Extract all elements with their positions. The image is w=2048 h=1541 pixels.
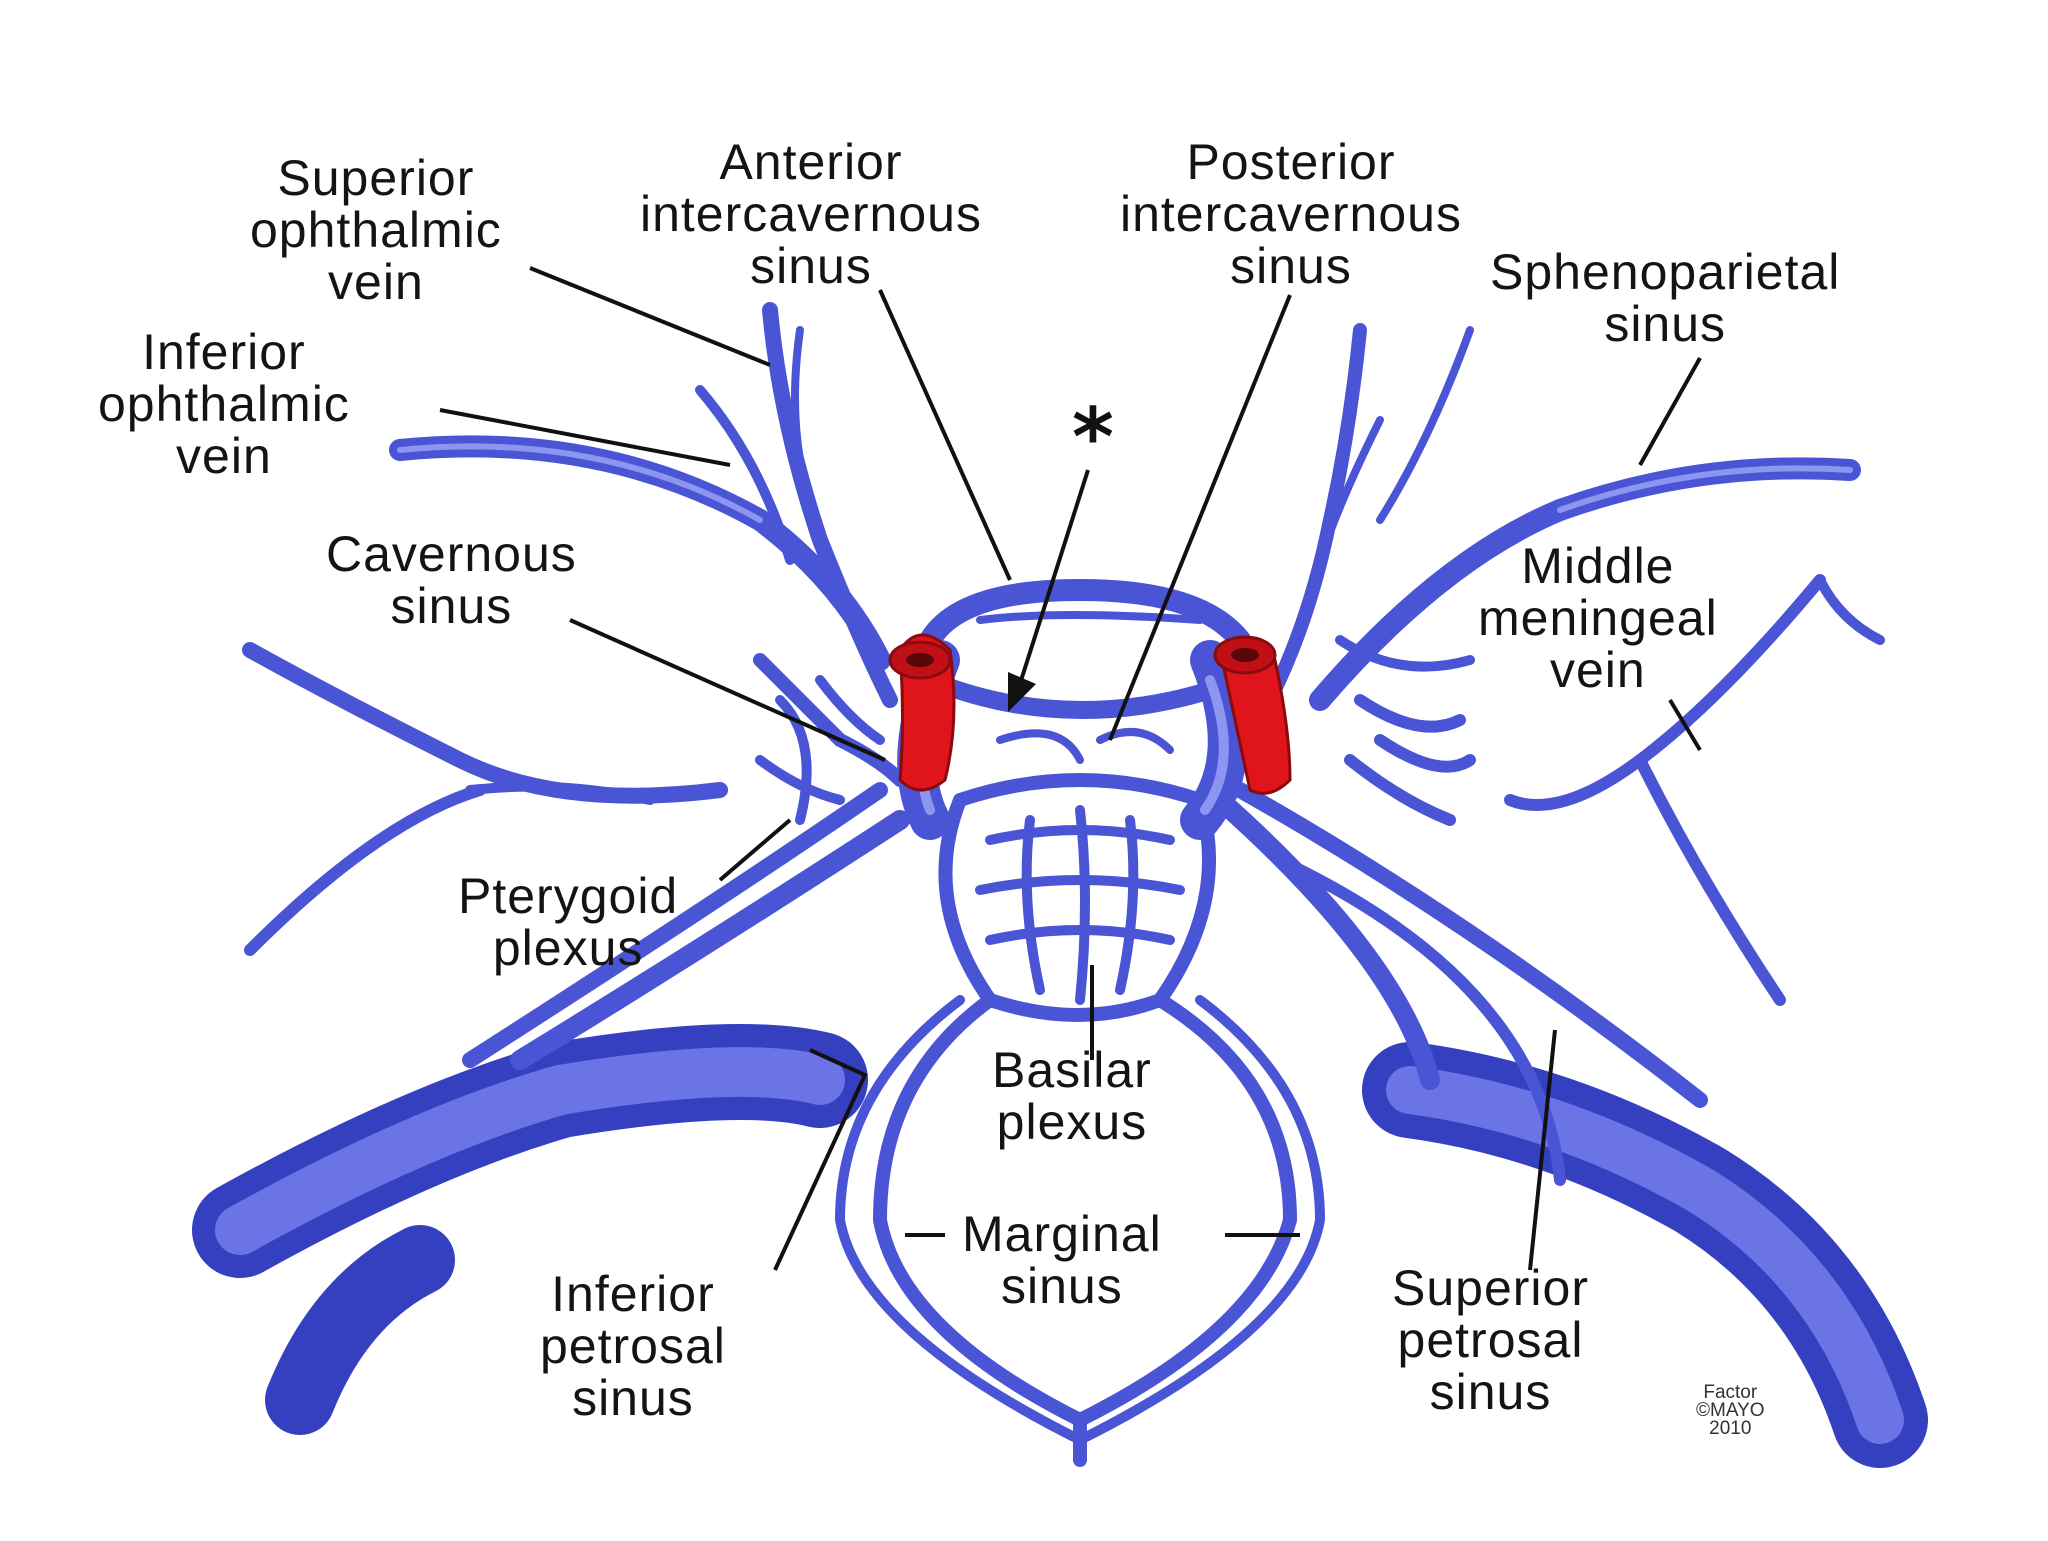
leader-superior-ophthalmic bbox=[529, 266, 771, 367]
label-superior-ophthalmic-vein: Superior ophthalmic vein bbox=[250, 150, 502, 310]
leader-middle-meningeal bbox=[1668, 698, 1702, 752]
label-inferior-ophthalmic-vein: Inferior ophthalmic vein bbox=[98, 324, 350, 484]
leader-superior-petrosal bbox=[1528, 1029, 1557, 1271]
leader-cavernous bbox=[569, 618, 886, 762]
label-anterior-intercavernous-sinus: Anterior intercavernous sinus bbox=[640, 134, 982, 294]
label-marginal-sinus: Marginal sinus bbox=[962, 1206, 1162, 1314]
leader-inferior-petrosal bbox=[773, 1048, 868, 1271]
label-sphenoparietal-sinus: Sphenoparietal sinus bbox=[1490, 244, 1841, 352]
leader-lines bbox=[439, 266, 1702, 1271]
asterisk-marker: * bbox=[1072, 391, 1114, 484]
label-middle-meningeal-vein: Middle meningeal vein bbox=[1478, 538, 1718, 698]
carotid-arteries bbox=[888, 633, 1292, 795]
label-pterygoid-plexus: Pterygoid plexus bbox=[458, 868, 679, 976]
asterisk-arrow-line bbox=[1016, 469, 1090, 691]
leader-inferior-ophthalmic bbox=[439, 408, 731, 467]
label-basilar-plexus: Basilar plexus bbox=[992, 1042, 1152, 1150]
label-superior-petrosal-sinus: Superior petrosal sinus bbox=[1392, 1260, 1589, 1420]
label-posterior-intercavernous-sinus: Posterior intercavernous sinus bbox=[1120, 134, 1462, 294]
leader-pterygoid bbox=[718, 818, 792, 882]
large-sinus-trunks bbox=[192, 1024, 1928, 1468]
leader-anterior-intercavernous bbox=[878, 289, 1012, 581]
label-inferior-petrosal-sinus: Inferior petrosal sinus bbox=[540, 1266, 726, 1426]
asterisk-arrowhead bbox=[1008, 672, 1036, 712]
label-cavernous-sinus: Cavernous sinus bbox=[326, 526, 577, 634]
leader-sphenoparietal bbox=[1638, 357, 1702, 466]
leader-posterior-intercavernous bbox=[1108, 294, 1292, 741]
artist-credit: Factor ©MAYO 2010 bbox=[1696, 1382, 1765, 1439]
